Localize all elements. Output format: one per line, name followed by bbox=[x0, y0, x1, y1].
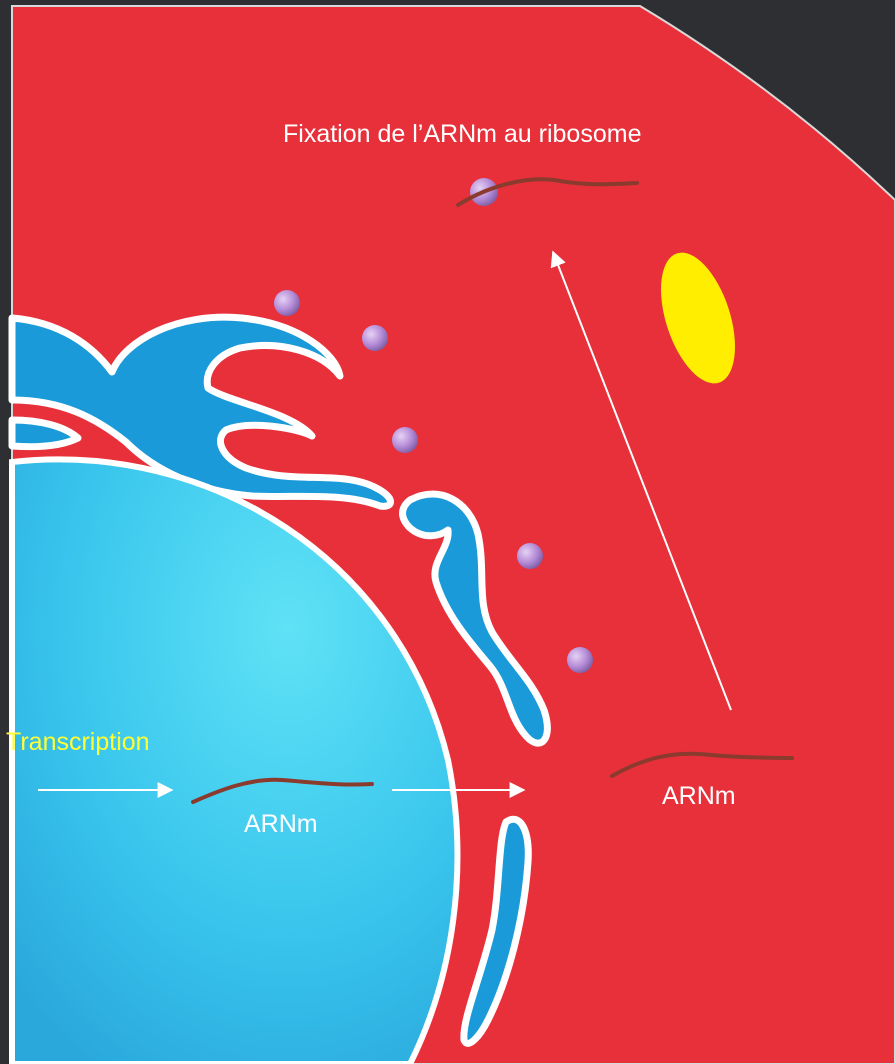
transcription-label: Transcription bbox=[6, 728, 150, 756]
mrna-label-cytoplasm: ARNm bbox=[662, 782, 736, 810]
mrna-strand-ribosome bbox=[456, 177, 639, 207]
reticulum-cisterna-middle bbox=[399, 490, 551, 747]
endoplasmic-reticulum bbox=[8, 313, 551, 1047]
yellow-vesicle-icon bbox=[661, 252, 735, 384]
ribosome-sphere-icon bbox=[274, 290, 300, 316]
reticulum-cisterna-left bbox=[8, 416, 82, 451]
ribosome-binding-title: Fixation de l’ARNm au ribosome bbox=[283, 120, 642, 148]
ribosome-sphere-icon bbox=[362, 325, 388, 351]
mrna-label-nucleus: ARNm bbox=[244, 810, 318, 838]
mrna-strand-cytoplasm bbox=[610, 751, 794, 778]
mrna-strands bbox=[191, 177, 794, 804]
mrna-strand-nucleus bbox=[191, 777, 374, 804]
reticulum-cisterna-top bbox=[8, 313, 394, 510]
reticulum-cisterna-lower bbox=[460, 815, 532, 1047]
ribosome-sphere-icon bbox=[567, 647, 593, 673]
arrows bbox=[38, 250, 732, 798]
nucleus bbox=[9, 456, 461, 1064]
ribosome-sphere-icon bbox=[517, 543, 543, 569]
ribosome-sphere-icon bbox=[392, 427, 418, 453]
arrow-icon bbox=[550, 250, 732, 711]
